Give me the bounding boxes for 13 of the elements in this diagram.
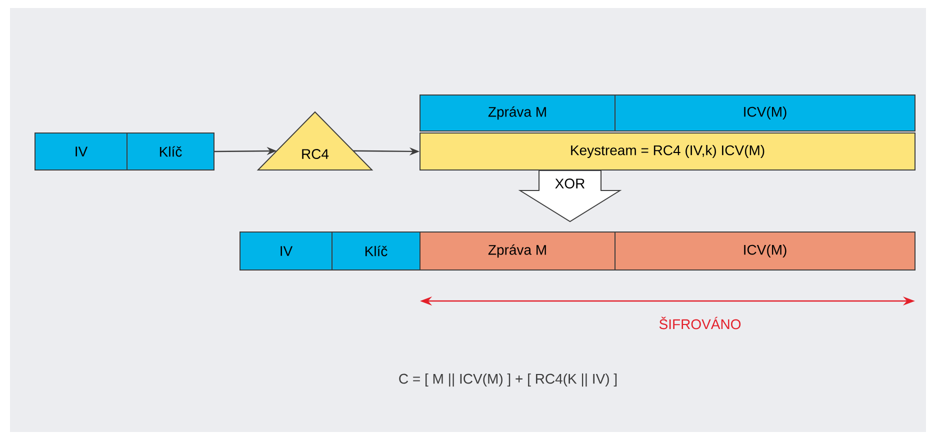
field-box: ICV(M) — [614, 94, 916, 132]
field-box: ICV(M) — [614, 232, 916, 270]
encrypted-label: ŠIFROVÁNO — [659, 316, 741, 330]
field-box: Zpráva M — [420, 232, 616, 270]
field-box: Zpráva M — [420, 94, 616, 132]
field-box: Klíč — [126, 132, 214, 170]
formula-text: C = [ M || ICV(M) ] + [ RC4(K || IV) ] — [399, 373, 617, 387]
field-box: Keystream = RC4 (IV,k) ICV(M) — [420, 132, 916, 170]
field-box: Klíč — [332, 232, 420, 270]
field-box: IV — [34, 132, 128, 170]
edge-label: XOR — [555, 178, 585, 188]
block-arrow — [518, 170, 622, 222]
field-box: IV — [240, 232, 332, 270]
